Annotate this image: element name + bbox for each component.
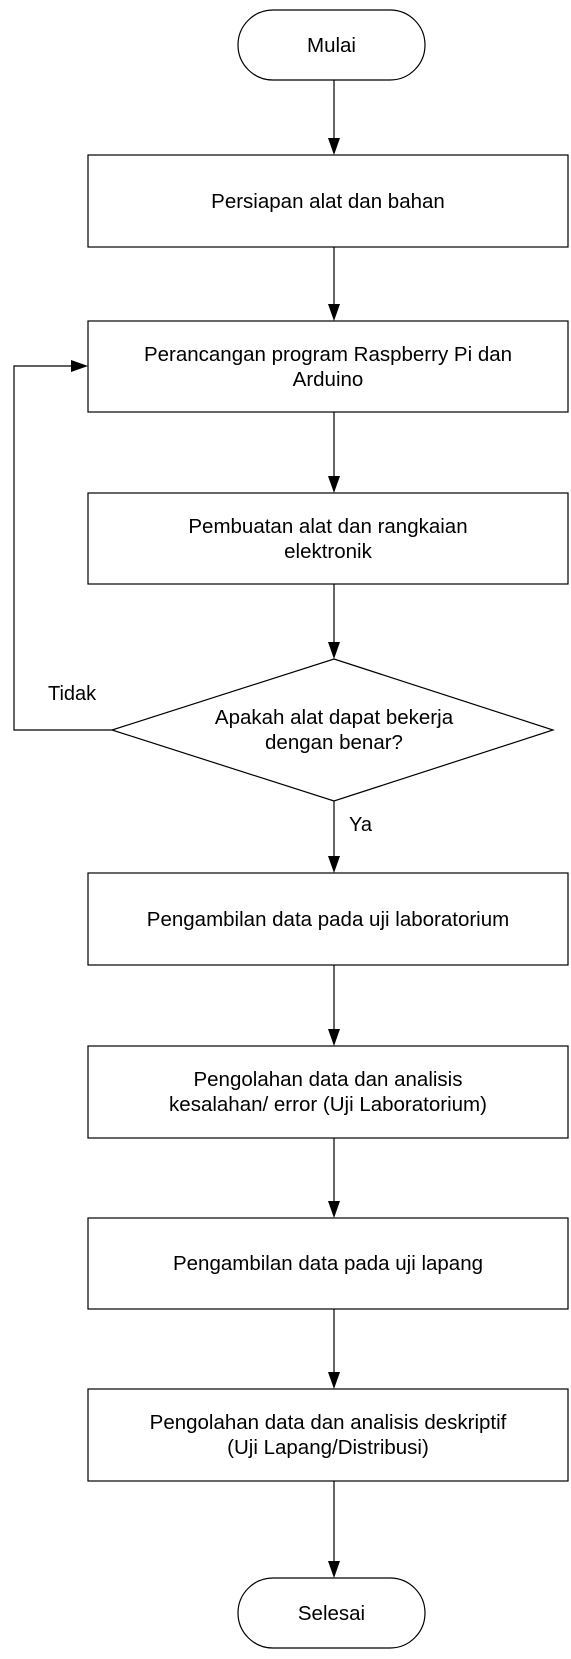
step-box-persiapan bbox=[87, 154, 569, 248]
arrowhead-step6 bbox=[328, 1201, 340, 1218]
arrowhead-step7 bbox=[328, 1372, 340, 1389]
arrowhead-step5 bbox=[328, 1029, 340, 1046]
step-label-pengolahan-lapang: Pengolahan data dan analisis deskriptif … bbox=[149, 1411, 507, 1459]
start-terminator bbox=[237, 9, 426, 81]
step-label-pembuatan: Pembuatan alat dan rangkaian elektronik bbox=[188, 514, 468, 563]
arrowhead-loop-back bbox=[71, 360, 88, 372]
step-box-pengolahan-lab bbox=[87, 1045, 569, 1139]
step-box-pembuatan bbox=[87, 492, 569, 585]
decision-no-label: Tidak bbox=[48, 683, 97, 705]
arrowhead-step2 bbox=[328, 304, 340, 321]
step-box-pengambilan-lapang bbox=[87, 1217, 569, 1310]
connector-decision-no-loop bbox=[13, 365, 112, 731]
arrowhead-step1 bbox=[328, 138, 340, 155]
step-label-persiapan: Persiapan alat dan bahan bbox=[211, 189, 445, 213]
start-label: Mulai bbox=[307, 33, 356, 57]
step-box-pengolahan-lapang bbox=[87, 1388, 569, 1482]
arrowhead-step3 bbox=[328, 476, 340, 493]
end-label: Selesai bbox=[297, 1601, 366, 1625]
step-box-pengambilan-lab bbox=[87, 872, 569, 966]
arrowhead-end bbox=[328, 1561, 340, 1578]
decision-yes-label: Ya bbox=[349, 814, 372, 836]
step-label-perancangan: Perancangan program Raspberry Pi dan Ard… bbox=[143, 342, 513, 391]
step-label-pengolahan-lab: Pengolahan data dan analisis kesalahan/ … bbox=[169, 1068, 487, 1116]
arrowhead-step4 bbox=[328, 856, 340, 873]
arrowhead-decision bbox=[328, 642, 340, 659]
step-box-perancangan bbox=[87, 320, 569, 413]
step-label-pengambilan-lab: Pengambilan data pada uji laboratorium bbox=[146, 907, 510, 931]
end-terminator bbox=[237, 1577, 426, 1649]
step-label-pengambilan-lapang: Pengambilan data pada uji lapang bbox=[172, 1252, 484, 1275]
decision-label: Apakah alat dapat bekerja dengan benar? bbox=[214, 706, 454, 754]
